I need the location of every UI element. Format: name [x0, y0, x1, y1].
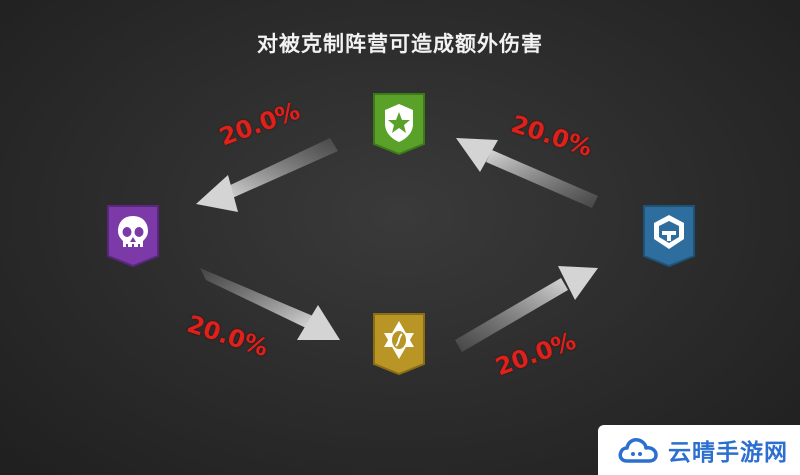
eye-triangle-icon [373, 313, 425, 376]
arrow-yellow-to-blue [455, 266, 598, 352]
arrow-purple-to-yellow [200, 268, 340, 340]
skull-icon [107, 205, 159, 268]
arrow-blue-to-green [456, 138, 598, 208]
shield-star-icon [373, 93, 425, 156]
cloud-icon [618, 438, 658, 463]
watermark: 云晴手游网 [598, 425, 800, 475]
arrow-green-to-purple [196, 138, 338, 212]
helmet-icon [643, 205, 695, 268]
diagram-title: 对被克制阵营可造成额外伤害 [257, 32, 543, 56]
watermark-text: 云晴手游网 [668, 440, 788, 466]
